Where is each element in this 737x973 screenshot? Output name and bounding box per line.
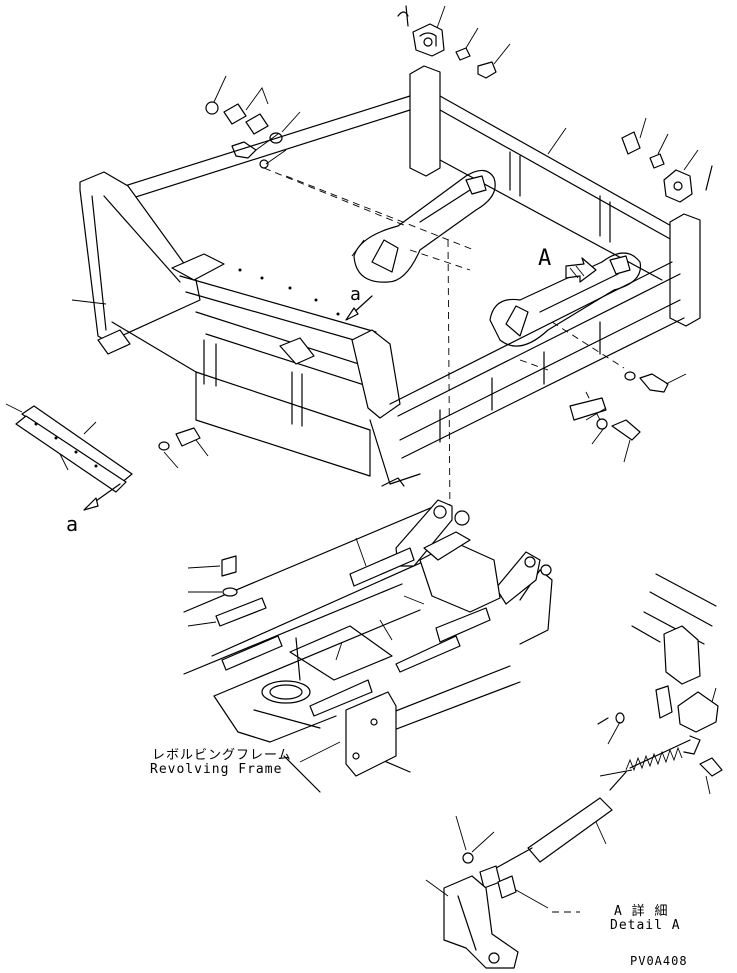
- right-side-hardware: [569, 371, 687, 463]
- detail-a-marker: A: [538, 246, 553, 271]
- frame-leaders: [71, 127, 567, 305]
- view-a-marker-upper: a: [350, 284, 362, 305]
- detail-arrow-icon: [565, 257, 597, 283]
- cover-plate: [5, 403, 209, 493]
- view-a-marker-lower: a: [66, 512, 80, 536]
- view-arrow-icon: [83, 295, 373, 511]
- detail-a-label-jp: A 詳 細: [614, 904, 669, 919]
- detail-a-label-en: Detail A: [610, 918, 681, 933]
- detail-a-assembly: [425, 573, 723, 969]
- right-bracket-assembly: [621, 117, 713, 203]
- drawing-code: PV0A408: [630, 954, 688, 968]
- revolving-frame-label-en: Revolving Frame: [150, 762, 283, 777]
- revolving-frame-leader: [299, 741, 341, 763]
- revolving-frame: [183, 499, 553, 793]
- upper-left-hardware: [205, 75, 301, 169]
- cab-mount-frame: [79, 65, 701, 487]
- revolving-frame-label-jp: レボルビングフレーム: [152, 748, 292, 763]
- assembly-guide-lines: [263, 167, 625, 521]
- detail-outline-right: [489, 252, 642, 347]
- detail-outline-left: [353, 169, 496, 283]
- top-bracket-assembly: [397, 5, 511, 79]
